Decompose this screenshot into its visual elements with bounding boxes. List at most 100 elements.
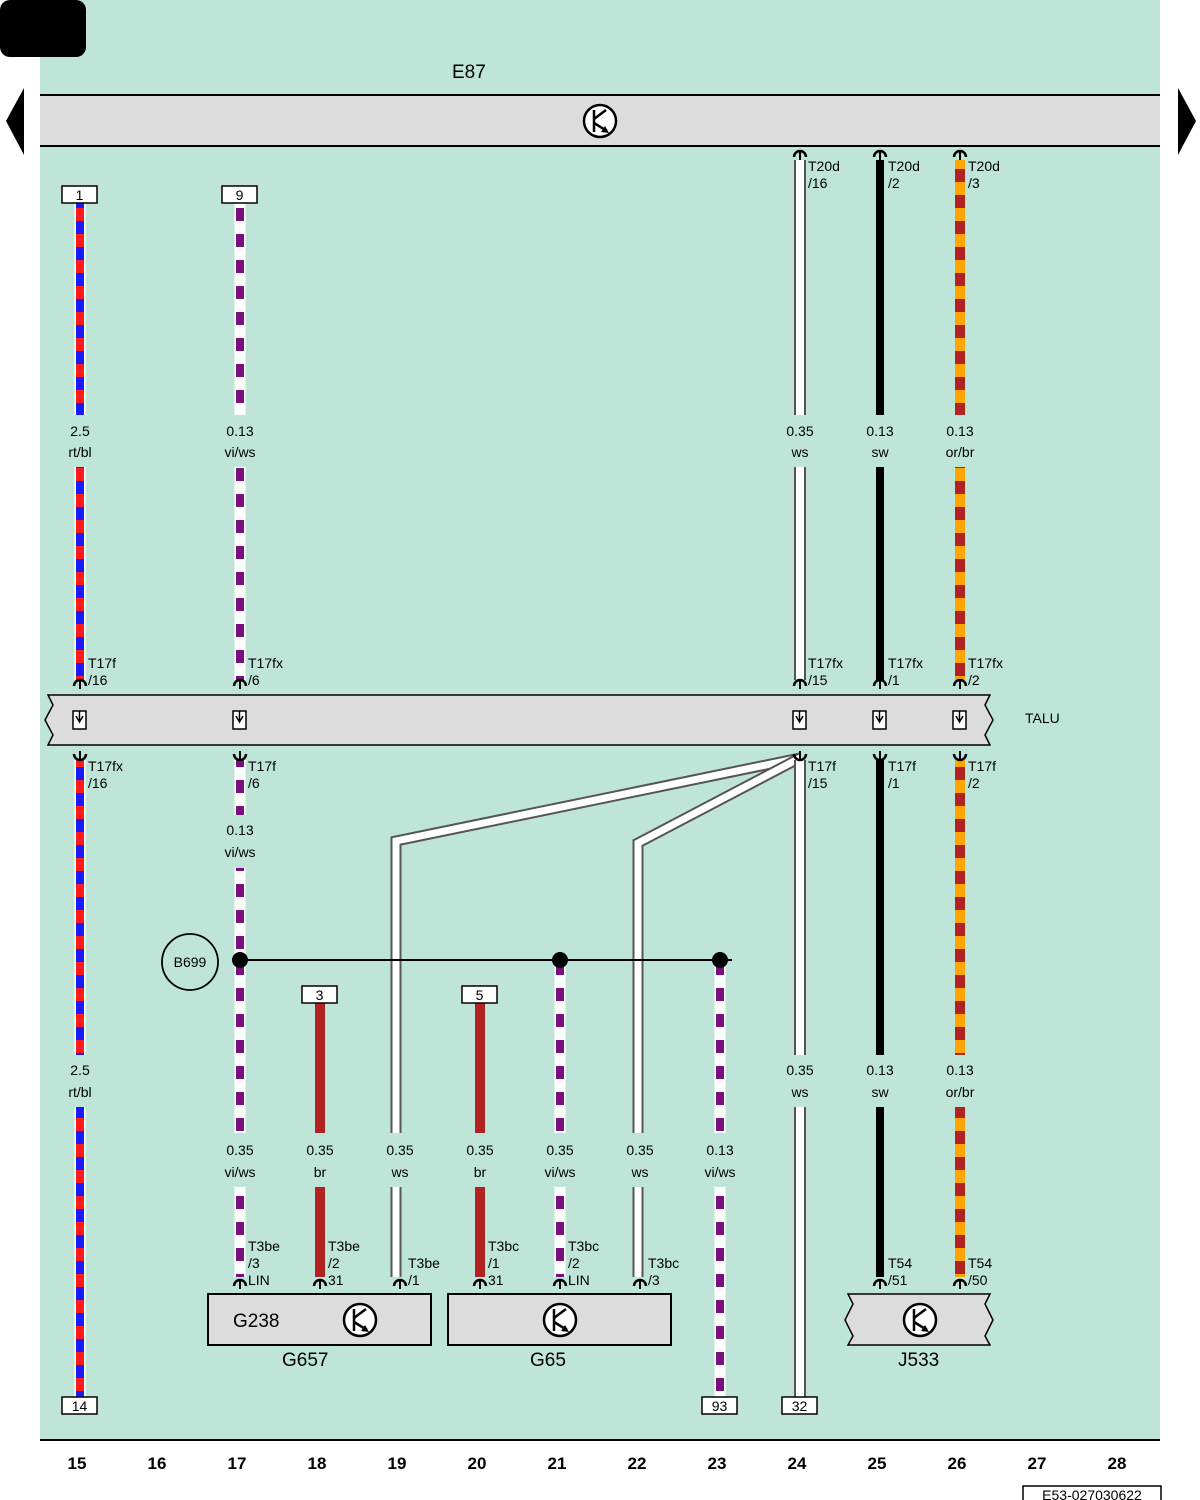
connector-labels: T20d /16 T20d /2 T20d /3 T17f /16 T17fx …	[88, 158, 1003, 1288]
wire-color: ws	[390, 1164, 408, 1180]
connector-pin: /2	[568, 1255, 580, 1271]
wire-color: sw	[871, 444, 889, 460]
connector-name: T17f	[248, 758, 276, 774]
connector-name: T20d	[888, 158, 920, 174]
j533-electronic-symbol-icon	[902, 1302, 938, 1338]
wire-col18	[315, 1003, 325, 1277]
wire-color: ws	[790, 444, 808, 460]
wire-size: 0.35	[626, 1142, 653, 1158]
wire-color: br	[314, 1164, 327, 1180]
wire-color: vi/ws	[224, 844, 255, 860]
wire-col15	[74, 203, 86, 1397]
column-number: 16	[148, 1454, 167, 1473]
connector-pin: /16	[88, 775, 108, 791]
connector-name: T17fx	[888, 655, 923, 671]
wire-col20	[475, 1003, 485, 1277]
talu-label: TALU	[1025, 710, 1060, 726]
column-number: 23	[708, 1454, 727, 1473]
g65-label: G65	[530, 1350, 566, 1371]
connector-pin: /1	[408, 1272, 420, 1288]
column-number: 27	[1028, 1454, 1047, 1473]
connector-pin: /3	[648, 1272, 660, 1288]
column-number: 22	[628, 1454, 647, 1473]
wire-size: 0.13	[866, 423, 893, 439]
connector-sub: LIN	[568, 1272, 590, 1288]
wire-size: 2.5	[70, 423, 90, 439]
connector-name: T17fx	[808, 655, 843, 671]
connector-name: T20d	[808, 158, 840, 174]
connector-name: T3bc	[648, 1255, 679, 1271]
b699-label: B699	[174, 954, 207, 970]
terminal-box: 93	[701, 1396, 738, 1415]
wire-size: 0.13	[706, 1142, 733, 1158]
connector-pin: /1	[488, 1255, 500, 1271]
wire-color: or/br	[946, 444, 975, 460]
connector-name: T17f	[888, 758, 916, 774]
g238-electronic-symbol-icon	[342, 1302, 378, 1338]
connector-name: T17fx	[88, 758, 123, 774]
terminal-label: 3	[316, 987, 324, 1003]
wire-size: 0.35	[786, 1062, 813, 1078]
connector-pin: /2	[968, 775, 980, 791]
wire-size: 0.13	[946, 423, 973, 439]
g657-label: G657	[282, 1350, 328, 1371]
connector-name: T3be	[248, 1238, 280, 1254]
page-marker	[0, 0, 86, 57]
terminal-box: 32	[781, 1396, 818, 1415]
wire-color: vi/ws	[704, 1164, 735, 1180]
wire-color: rt/bl	[68, 444, 91, 460]
wire-labels: 2.5 rt/bl 0.13 vi/ws 0.35 ws 0.13 sw 0.1…	[68, 423, 974, 1180]
wire-size: 0.13	[866, 1062, 893, 1078]
connector-pin: /6	[248, 775, 260, 791]
column-number: 19	[388, 1454, 407, 1473]
connector-pin: /51	[888, 1272, 908, 1288]
column-number: 18	[308, 1454, 327, 1473]
connector-sub: LIN	[248, 1272, 270, 1288]
terminal-label: 32	[792, 1398, 808, 1414]
connector-sub: 31	[328, 1272, 344, 1288]
connector-sub: 31	[488, 1272, 504, 1288]
connector-name: T20d	[968, 158, 1000, 174]
wire-size: 0.35	[306, 1142, 333, 1158]
j533-component	[844, 1293, 994, 1346]
connector-name: T17f	[968, 758, 996, 774]
terminal-label: 14	[72, 1398, 88, 1414]
connector-pin: /15	[808, 775, 828, 791]
next-page-arrow-icon[interactable]	[1178, 88, 1196, 155]
wire-color: sw	[871, 1084, 889, 1100]
column-number: 17	[228, 1454, 247, 1473]
connector-name: T3bc	[488, 1238, 519, 1254]
e87-label: E87	[452, 62, 486, 83]
splice-node	[712, 952, 728, 968]
wire-col25	[876, 160, 884, 1277]
terminal-box: 3	[301, 985, 338, 1004]
column-number: 15	[68, 1454, 87, 1473]
doc-code: E53-027030622	[1042, 1487, 1142, 1500]
connector-pin: /16	[88, 672, 108, 688]
talu-housing	[44, 694, 994, 746]
column-number: 21	[548, 1454, 567, 1473]
wire-col26	[955, 160, 965, 1277]
wire-size: 0.35	[786, 423, 813, 439]
wire-color: ws	[630, 1164, 648, 1180]
connector-name: T17fx	[248, 655, 283, 671]
wire-col19	[390, 752, 802, 1277]
terminal-box: 9	[221, 185, 258, 204]
terminal-box: 5	[461, 985, 498, 1004]
column-number: 28	[1108, 1454, 1127, 1473]
g238-component: G238	[207, 1293, 432, 1346]
previous-page-arrow-icon[interactable]	[6, 88, 24, 155]
connector-name: T17fx	[968, 655, 1003, 671]
connector-pin: /50	[968, 1272, 988, 1288]
wire-size: 0.35	[466, 1142, 493, 1158]
connector-name: T54	[888, 1255, 912, 1271]
talu-contact-icons	[72, 710, 967, 730]
connector-pin: /2	[328, 1255, 340, 1271]
splice-node	[552, 952, 568, 968]
terminal-label: 9	[236, 187, 244, 203]
connector-pin: /16	[808, 175, 828, 191]
connector-name: T17f	[808, 758, 836, 774]
g65-electronic-symbol-icon	[542, 1302, 578, 1338]
doc-code-box	[1022, 1485, 1162, 1500]
